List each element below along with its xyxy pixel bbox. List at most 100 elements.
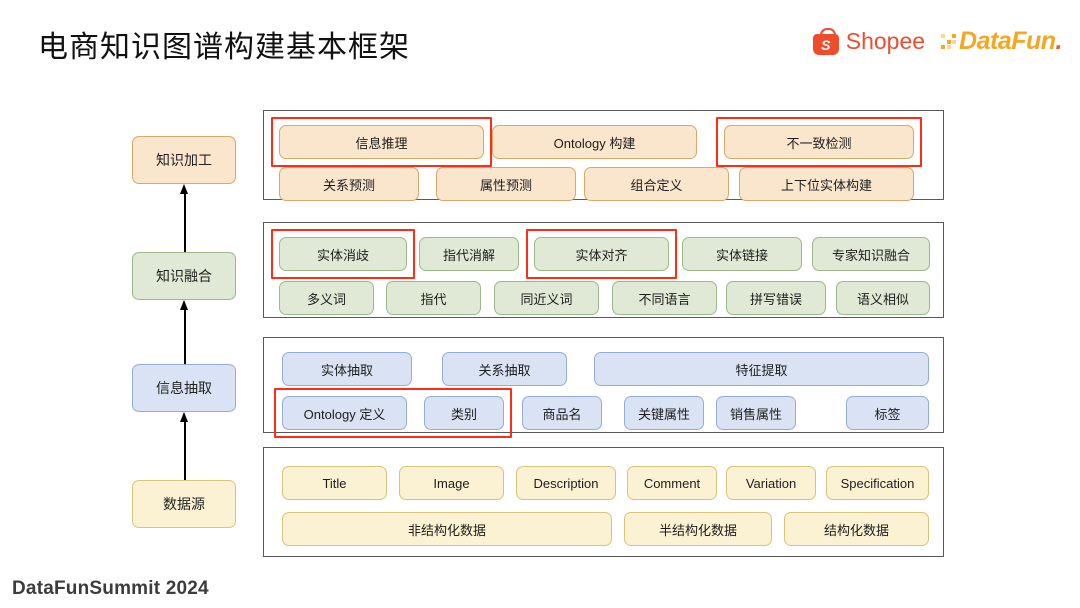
datafun-wordmark: DataFun. bbox=[959, 29, 1062, 54]
chip-knowledge-fusion-r2-c6[interactable]: 语义相似 bbox=[836, 281, 930, 315]
chip-data-source-r1-c5[interactable]: Variation bbox=[726, 466, 816, 500]
chip-data-source-r2-c2[interactable]: 半结构化数据 bbox=[624, 512, 772, 546]
shopee-bag-icon: S bbox=[812, 28, 839, 55]
arrow-head-icon bbox=[180, 412, 188, 422]
shopee-bag-letter: S bbox=[821, 36, 831, 53]
chip-information-extraction-r2-c6[interactable]: 标签 bbox=[846, 396, 929, 430]
chip-label: 同近义词 bbox=[520, 291, 573, 307]
chip-label: Specification bbox=[840, 475, 915, 491]
chip-knowledge-processing-r1-c2[interactable]: Ontology 构建 bbox=[492, 125, 697, 159]
chip-label: 标签 bbox=[874, 406, 901, 422]
chip-information-extraction-r1-c3[interactable]: 特征提取 bbox=[594, 352, 929, 386]
chip-information-extraction-r1-c2[interactable]: 关系抽取 bbox=[442, 352, 567, 386]
stage-node-label: 数据源 bbox=[163, 496, 205, 512]
chip-label: 多义词 bbox=[306, 291, 346, 307]
chip-label: 指代 bbox=[420, 291, 447, 307]
chip-label: Image bbox=[433, 475, 470, 491]
stage-node-label: 知识加工 bbox=[156, 152, 212, 168]
chip-knowledge-processing-r2-c3[interactable]: 组合定义 bbox=[584, 167, 729, 201]
stage-node-3[interactable]: 信息抽取 bbox=[132, 364, 236, 412]
chip-label: 半结构化数据 bbox=[658, 522, 737, 538]
chip-label: 拼写错误 bbox=[749, 291, 802, 307]
datafun-wordmark-main: DataFun bbox=[959, 27, 1056, 55]
chip-data-source-r1-c3[interactable]: Description bbox=[516, 466, 616, 500]
chip-knowledge-fusion-r2-c3[interactable]: 同近义词 bbox=[494, 281, 599, 315]
chip-data-source-r1-c4[interactable]: Comment bbox=[627, 466, 717, 500]
chip-knowledge-fusion-r1-c5[interactable]: 专家知识融合 bbox=[812, 237, 930, 271]
stage-node-2[interactable]: 知识融合 bbox=[132, 252, 236, 300]
stage-arrow-up-1 bbox=[180, 184, 189, 252]
chip-data-source-r2-c1[interactable]: 非结构化数据 bbox=[282, 512, 612, 546]
chip-data-source-r1-c1[interactable]: Title bbox=[282, 466, 387, 500]
arrow-shaft bbox=[183, 421, 186, 480]
chip-knowledge-fusion-r1-c2[interactable]: 指代消解 bbox=[419, 237, 519, 271]
chip-label: 实体对齐 bbox=[575, 247, 628, 263]
chip-knowledge-processing-r1-c3[interactable]: 不一致检测 bbox=[724, 125, 914, 159]
chip-knowledge-fusion-r2-c5[interactable]: 拼写错误 bbox=[726, 281, 826, 315]
arrow-shaft bbox=[183, 309, 186, 364]
chip-label: 结构化数据 bbox=[823, 522, 889, 538]
shopee-wordmark: Shopee bbox=[845, 28, 926, 54]
chip-knowledge-fusion-r1-c4[interactable]: 实体链接 bbox=[682, 237, 802, 271]
chip-information-extraction-r2-c4[interactable]: 关键属性 bbox=[624, 396, 704, 430]
chip-information-extraction-r1-c1[interactable]: 实体抽取 bbox=[282, 352, 412, 386]
chip-label: 非结构化数据 bbox=[407, 522, 486, 538]
datafun-logo: DataFun. bbox=[941, 29, 1063, 54]
page-title: 电商知识图谱构建基本框架 bbox=[38, 31, 410, 64]
chip-label: 实体消歧 bbox=[316, 247, 369, 263]
datafun-wordmark-accent: . bbox=[1055, 27, 1063, 55]
arrow-head-icon bbox=[180, 184, 188, 194]
shopee-logo: S Shopee bbox=[812, 28, 926, 55]
chip-information-extraction-r2-c5[interactable]: 销售属性 bbox=[716, 396, 796, 430]
chip-label: 销售属性 bbox=[729, 406, 782, 422]
chip-label: Ontology 定义 bbox=[303, 406, 386, 422]
chip-label: 组合定义 bbox=[630, 177, 683, 193]
chip-knowledge-processing-r2-c2[interactable]: 属性预测 bbox=[436, 167, 576, 201]
chip-knowledge-fusion-r2-c1[interactable]: 多义词 bbox=[279, 281, 374, 315]
stage-node-1[interactable]: 知识加工 bbox=[132, 136, 236, 184]
chip-knowledge-processing-r2-c4[interactable]: 上下位实体构建 bbox=[739, 167, 914, 201]
chip-information-extraction-r2-c1[interactable]: Ontology 定义 bbox=[282, 396, 407, 430]
chip-label: 特征提取 bbox=[735, 362, 788, 378]
stage-node-label: 知识融合 bbox=[156, 268, 212, 284]
stage-node-4[interactable]: 数据源 bbox=[132, 480, 236, 528]
chip-knowledge-fusion-r1-c3[interactable]: 实体对齐 bbox=[534, 237, 669, 271]
chip-label: 实体链接 bbox=[715, 247, 768, 263]
stage-arrow-up-2 bbox=[180, 300, 189, 364]
chip-label: 关键属性 bbox=[637, 406, 690, 422]
chip-knowledge-fusion-r2-c4[interactable]: 不同语言 bbox=[612, 281, 717, 315]
panel-information-extraction: 实体抽取 关系抽取 特征提取 Ontology 定义 类别 商品名 关键属性 销售属性 标签 bbox=[263, 337, 944, 438]
stage-arrow-up-3 bbox=[180, 412, 189, 480]
panel-knowledge-processing: 信息推理 Ontology 构建 不一致检测关系预测 属性预测 组合定义 上下位实体构建 bbox=[263, 110, 944, 201]
chip-label: 语义相似 bbox=[856, 291, 909, 307]
chip-data-source-r1-c6[interactable]: Specification bbox=[826, 466, 929, 500]
chip-label: 实体抽取 bbox=[320, 362, 373, 378]
chip-information-extraction-r2-c3[interactable]: 商品名 bbox=[522, 396, 602, 430]
chip-label: 信息推理 bbox=[355, 135, 408, 151]
chip-knowledge-processing-r1-c1[interactable]: 信息推理 bbox=[279, 125, 484, 159]
chip-label: 属性预测 bbox=[479, 177, 532, 193]
datafun-dots-icon bbox=[941, 34, 957, 49]
chip-knowledge-processing-r2-c1[interactable]: 关系预测 bbox=[279, 167, 419, 201]
chip-label: 专家知识融合 bbox=[831, 247, 910, 263]
chip-information-extraction-r2-c2[interactable]: 类别 bbox=[424, 396, 504, 430]
chip-knowledge-fusion-r2-c2[interactable]: 指代 bbox=[386, 281, 481, 315]
chip-label: Title bbox=[322, 475, 347, 491]
chip-label: Description bbox=[533, 475, 599, 491]
stage-node-label: 信息抽取 bbox=[156, 380, 212, 396]
stage-column: 知识加工知识融合信息抽取数据源 bbox=[132, 110, 236, 560]
chip-label: Ontology 构建 bbox=[553, 135, 636, 151]
chip-data-source-r1-c2[interactable]: Image bbox=[399, 466, 504, 500]
chip-label: 上下位实体构建 bbox=[780, 177, 872, 193]
chip-label: 商品名 bbox=[542, 406, 582, 422]
chip-label: 关系预测 bbox=[322, 177, 375, 193]
chip-label: Comment bbox=[643, 475, 701, 491]
chip-label: Variation bbox=[745, 475, 797, 491]
panel-knowledge-fusion: 实体消歧 指代消解 实体对齐 实体链接 专家知识融合多义词 指代 同近义词 不同语言 拼写错误 语… bbox=[263, 222, 944, 318]
footer-text: DataFunSummit 2024 bbox=[12, 578, 209, 599]
chip-knowledge-fusion-r1-c1[interactable]: 实体消歧 bbox=[279, 237, 407, 271]
chip-data-source-r2-c3[interactable]: 结构化数据 bbox=[784, 512, 929, 546]
shopee-bag-body bbox=[812, 34, 839, 55]
chip-label: 类别 bbox=[450, 406, 477, 422]
brand-bar: S Shopee DataFun. bbox=[812, 28, 1063, 55]
